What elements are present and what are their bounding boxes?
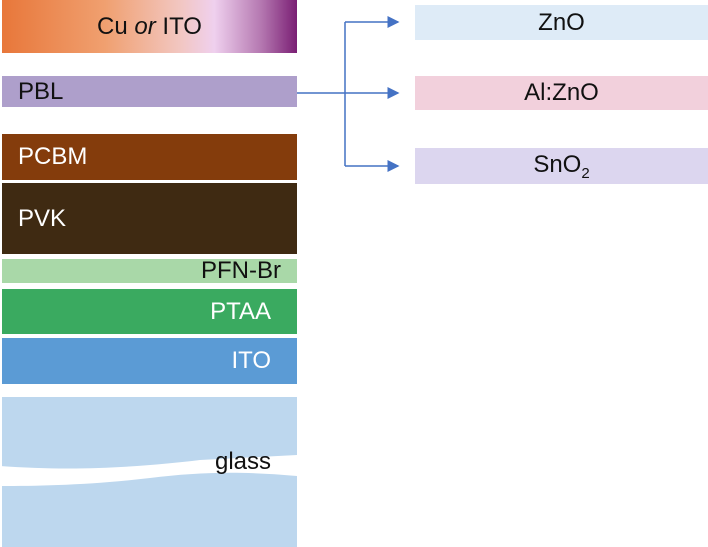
layer-pfn-br: PFN-Br xyxy=(2,257,297,284)
layer-label: PVK xyxy=(18,204,67,232)
layer-label: Cu or ITO xyxy=(97,12,202,40)
layer-ito: ITO xyxy=(2,338,297,384)
connector-arrows xyxy=(297,16,400,172)
layer-label: PFN-Br xyxy=(201,257,281,284)
layer-label: ITO xyxy=(231,347,271,374)
option-zno: ZnO xyxy=(415,5,708,40)
layer-pcbm: PCBM xyxy=(2,134,297,180)
glass-break xyxy=(0,455,297,486)
layer-pbl: PBL xyxy=(2,76,297,107)
layer-label: PCBM xyxy=(18,143,88,170)
layer-ptaa: PTAA xyxy=(2,289,297,334)
glass-label: glass xyxy=(214,448,271,475)
layer-label: PTAA xyxy=(210,297,271,325)
layer-cu-or-ito: Cu or ITO xyxy=(2,0,297,53)
layer-label: PBL xyxy=(18,77,64,105)
option-sno2: SnO2 xyxy=(415,148,708,184)
option-al-zno: Al:ZnO xyxy=(415,76,708,110)
layer-pvk: PVK xyxy=(2,183,297,254)
